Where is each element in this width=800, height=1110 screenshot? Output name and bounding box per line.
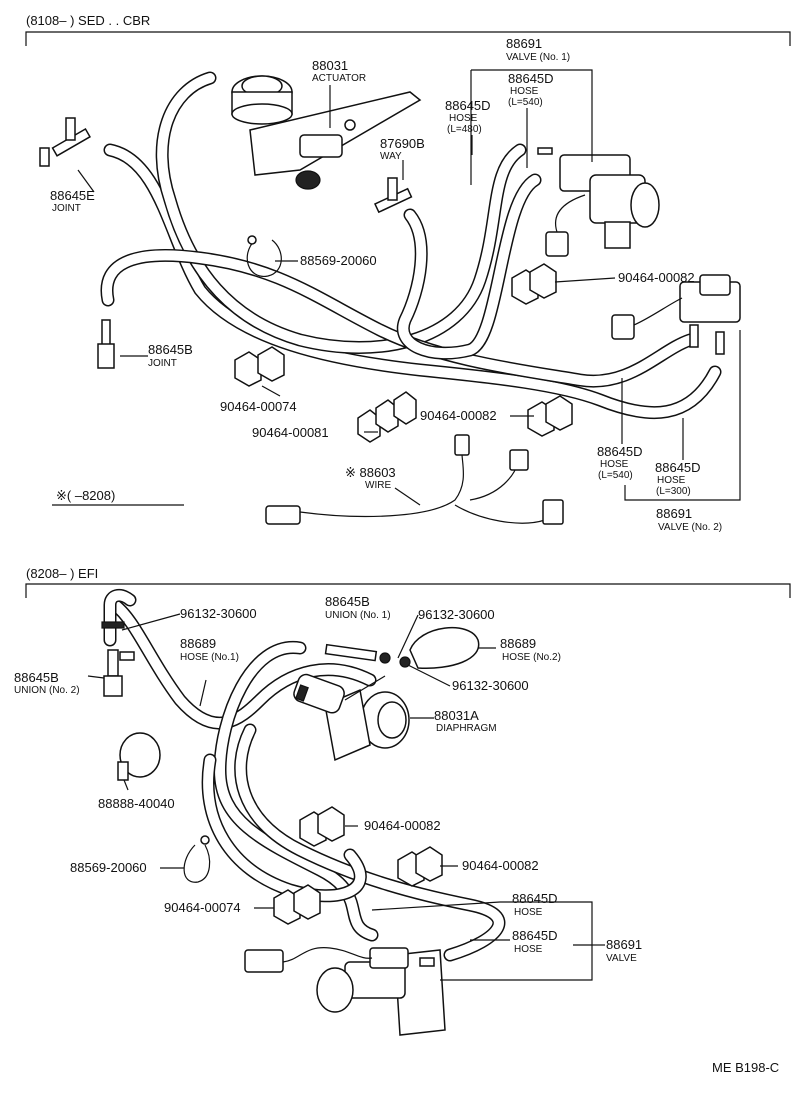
clip-90464-00082-b-icon [527, 395, 573, 437]
actuator-88031-icon [231, 75, 422, 190]
label-88645B-number: 88645B [148, 342, 193, 357]
label-88645D-480-desc: HOSE [449, 113, 478, 124]
joint-88645E-icon [39, 117, 91, 167]
elbow-hose-icon [101, 588, 137, 647]
label-88645D-b-number: 88645D [512, 928, 558, 943]
label-88603-number: ※ 88603 [345, 465, 396, 480]
label-88691-no2-desc: VALVE (No. 2) [658, 522, 722, 533]
label-88645D-480-number: 88645D [445, 98, 491, 113]
label-88645B-no1-number: 88645B [325, 594, 370, 609]
clip-90464-00074-icon [234, 346, 285, 387]
label-88645D-300-desc: HOSE [657, 475, 686, 486]
label-87690B-number: 87690B [380, 136, 425, 151]
label-90464-00082-a-number: 90464-00082 [618, 270, 695, 285]
label-88645D-300-number: 88645D [655, 460, 701, 475]
label-90464-00074-b-number: 90464-00074 [164, 900, 241, 915]
label-88888-number: 88888-40040 [98, 796, 175, 811]
label-88645D-540-bot-number: 88645D [597, 444, 643, 459]
label-88689-no1-number: 88689 [180, 636, 216, 651]
label-90464-00081-number: 90464-00081 [252, 425, 329, 440]
valve-88691-icon [244, 947, 446, 1036]
hose-88689-no2-icon [409, 626, 480, 669]
joint-88645B-icon [97, 319, 115, 369]
label-88645D-540-top-number: 88645D [508, 71, 554, 86]
label-90464-00082-c-number: 90464-00082 [364, 818, 441, 833]
label-88603-desc: WIRE [365, 480, 391, 491]
section-1-hoses [100, 71, 722, 420]
label-88645D-540-bot-len: (L=540) [598, 470, 633, 481]
valve-88691-no2-icon [611, 274, 741, 355]
label-88691-desc: VALVE [606, 953, 637, 964]
label-88031-number: 88031 [312, 58, 348, 73]
section-2-hoses [108, 598, 506, 962]
section-2-heading: (8208– ) EFI [26, 566, 98, 581]
label-88645B-no2-desc: UNION (No. 2) [14, 685, 80, 696]
section-2-leaders [87, 613, 605, 981]
label-88645E-desc: JOINT [52, 203, 81, 214]
label-90464-00082-d-number: 90464-00082 [462, 858, 539, 873]
label-88569-number: 88569-20060 [300, 253, 377, 268]
label-87690B-desc: WAY [380, 151, 402, 162]
section-2-frame [25, 583, 791, 598]
clip-90464-00081-icon [357, 391, 417, 443]
section-1-leaders [52, 69, 741, 506]
label-88691-no1-number: 88691 [506, 36, 542, 51]
label-88689-no2-desc: HOSE (No.2) [502, 652, 561, 663]
diaphragm-88031A-icon [293, 673, 410, 762]
way-87690B-icon [373, 177, 413, 214]
label-88645D-480-len: (L=480) [447, 124, 482, 135]
label-88691-no1-desc: VALVE (No. 1) [506, 52, 570, 63]
label-88689-no2-number: 88689 [500, 636, 536, 651]
label-88645D-300-len: (L=300) [656, 486, 691, 497]
label-88645B-desc: JOINT [148, 358, 177, 369]
section-1-note: ※( –8208) [56, 488, 115, 503]
wire-88603-icon [265, 434, 564, 525]
section-1-frame [25, 31, 791, 46]
label-88645D-540-top-len: (L=540) [508, 97, 543, 108]
clamp-88569-b-icon [183, 835, 211, 883]
clip-90464-00082-c-icon [299, 806, 345, 847]
clip-90464-00074-b-icon [273, 884, 321, 925]
label-96132-c-number: 96132-30600 [452, 678, 529, 693]
label-88645B-no1-desc: UNION (No. 1) [325, 610, 391, 621]
union-88645B-no2-icon [103, 649, 135, 697]
label-90464-00074-number: 90464-00074 [220, 399, 297, 414]
clip-90464-00082-d-icon [397, 846, 443, 887]
label-88645E-number: 88645E [50, 188, 95, 203]
label-90464-00082-b-number: 90464-00082 [420, 408, 497, 423]
valve-88691-no1-icon [537, 147, 660, 257]
clip-90464-00082-a-icon [511, 263, 557, 305]
label-88569-b-number: 88569-20060 [70, 860, 147, 875]
label-88645B-no2-number: 88645B [14, 670, 59, 685]
footer-code: ME B198-C [712, 1060, 779, 1075]
label-88645D-540-top-desc: HOSE [510, 86, 539, 97]
label-88691-number: 88691 [606, 937, 642, 952]
label-88645D-540-bot-desc: HOSE [600, 459, 629, 470]
label-88031A-desc: DIAPHRAGM [436, 723, 497, 734]
section-1-heading: (8108– ) SED . . CBR [26, 13, 150, 28]
clamp-88888-icon [117, 732, 161, 781]
label-88031-desc: ACTUATOR [312, 73, 366, 84]
clamp-88569-icon [246, 235, 282, 277]
label-96132-a-number: 96132-30600 [180, 606, 257, 621]
label-88031A-number: 88031A [434, 708, 479, 723]
label-88645D-a-desc: HOSE [514, 907, 543, 918]
label-88645D-b-desc: HOSE [514, 944, 543, 955]
label-96132-b-number: 96132-30600 [418, 607, 495, 622]
label-88689-no1-desc: HOSE (No.1) [180, 652, 239, 663]
label-88691-no2-number: 88691 [656, 506, 692, 521]
label-88645D-a-number: 88645D [512, 891, 558, 906]
union-88645B-no1-icon [324, 643, 411, 668]
